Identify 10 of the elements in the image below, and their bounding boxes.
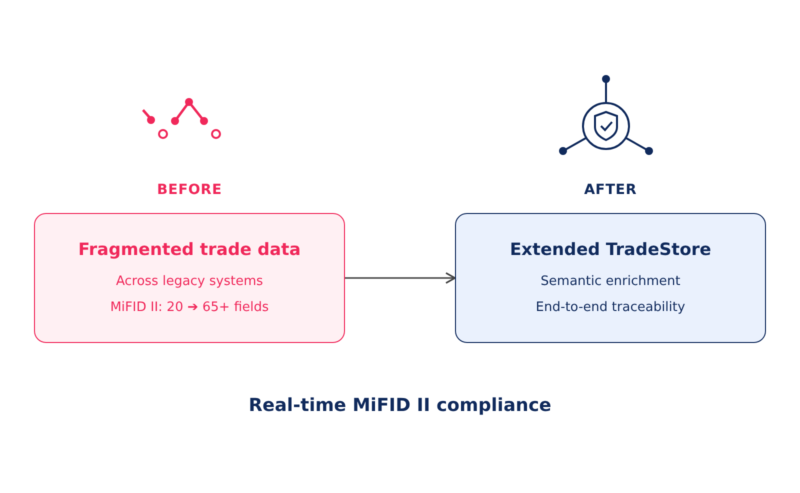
section-label: AFTER [583,182,638,198]
box-text: Semantic enrichment [540,274,680,289]
box-text: End-to-end traceability [536,300,686,315]
box-text: Across legacy systems [116,274,264,289]
caption: Real-time MiFID II compliance [248,395,552,416]
arrow [345,272,456,284]
box-title: Fragmented trade data [78,240,301,260]
box-text: MiFID II: 20 ➔ 65+ fields [110,300,269,315]
section-label: BEFORE [156,182,224,198]
box-title: Extended TradeStore [510,240,712,260]
